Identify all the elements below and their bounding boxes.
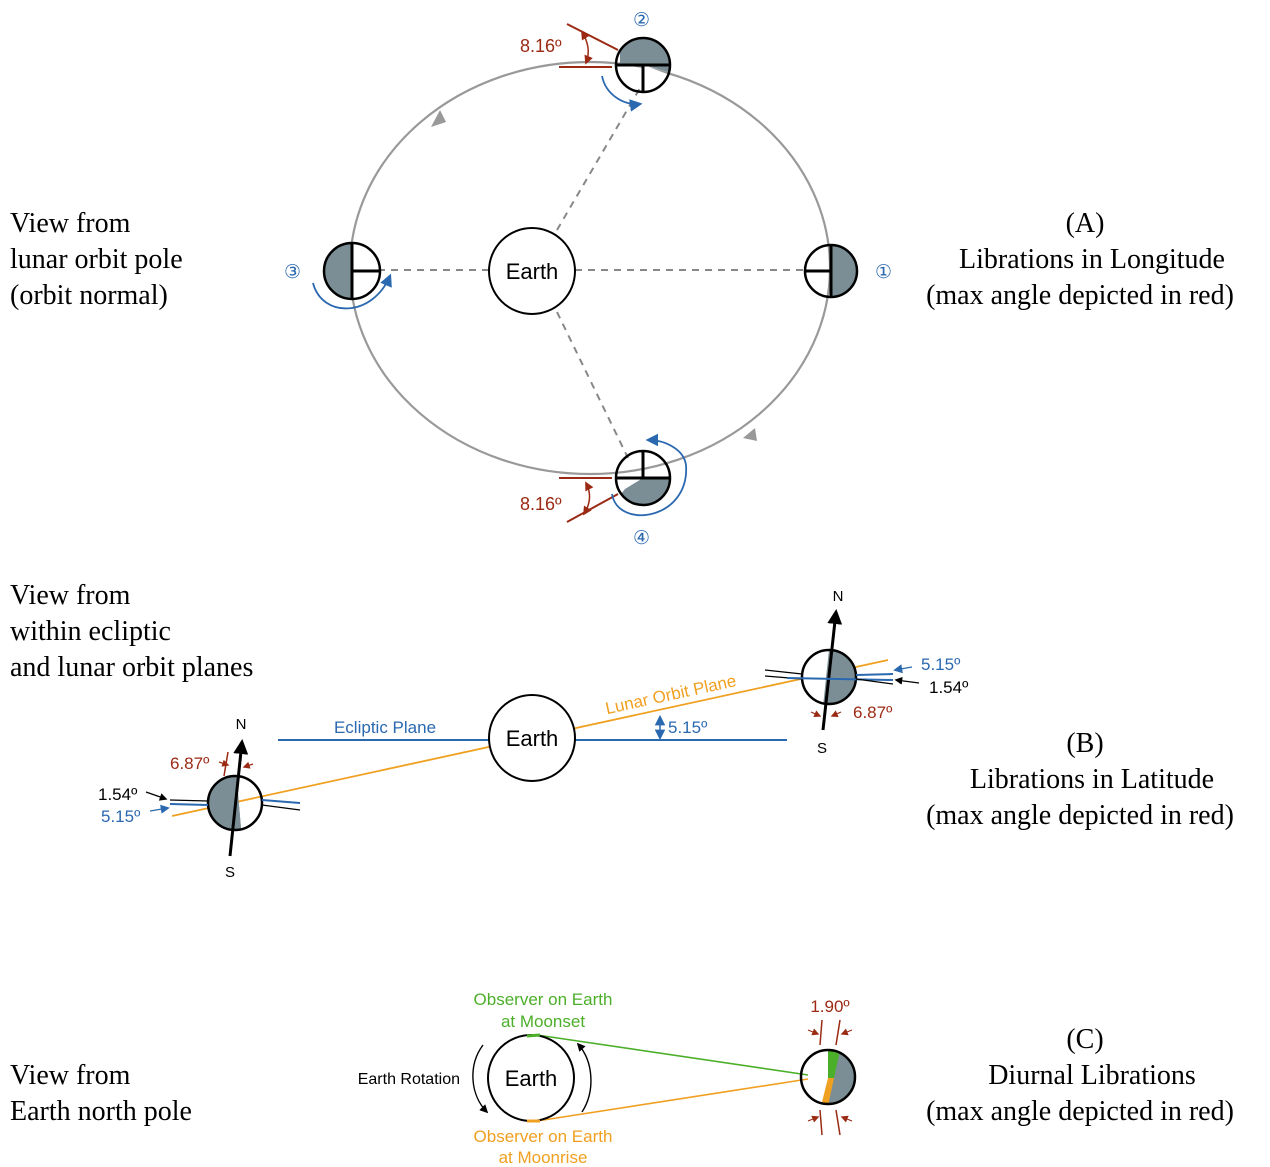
libration-angle-arc — [583, 481, 594, 516]
panel-a-note: (max angle depicted in red) — [926, 280, 1234, 311]
earth-rotation-arrow-right — [576, 1042, 592, 1113]
red-angle-arrow — [830, 710, 842, 717]
panel-c-tag: (C) — [1066, 1024, 1103, 1055]
red-angle-arrow — [840, 1115, 853, 1123]
north-label-right: N — [833, 588, 844, 605]
earth-label-b: Earth — [506, 726, 559, 751]
red-angle-arrow — [840, 1028, 853, 1036]
red-angle-line — [819, 1019, 823, 1046]
moonset-sightline — [536, 1034, 809, 1076]
right-black-angle: 1.54º — [929, 678, 968, 697]
earth-rotation-label: Earth Rotation — [358, 1071, 460, 1088]
rotation-arrow-3 — [312, 273, 392, 310]
panel-c-view-line2: Earth north pole — [10, 1096, 192, 1127]
panel-b-tag: (B) — [1066, 728, 1103, 759]
panel-b-view-line1: View from — [10, 580, 131, 611]
panel-b-view-line3: and lunar orbit planes — [10, 652, 253, 683]
equator-ref-line — [764, 669, 803, 675]
south-label-left: S — [225, 864, 235, 881]
position-4-marker: ④ — [633, 528, 650, 549]
panel-b-note: (max angle depicted in red) — [926, 800, 1234, 831]
libration-ref-line — [566, 493, 619, 523]
left-red-angle: 6.87º — [170, 754, 209, 773]
left-blue-angle: 5.15º — [101, 807, 140, 826]
ecliptic-ref-line — [169, 803, 209, 806]
position-1-marker: ① — [875, 262, 892, 283]
moonset-label-line1: Observer on Earth — [474, 990, 613, 1009]
ecliptic-ref-line — [261, 799, 301, 804]
left-black-angle: 1.54º — [98, 785, 137, 804]
red-angle-arrow — [242, 761, 254, 769]
moonrise-label-line2: at Moonrise — [499, 1148, 588, 1167]
lunar-axis-left — [228, 739, 249, 857]
south-label-right: S — [817, 740, 827, 757]
diurnal-angle-label: 1.90º — [810, 997, 849, 1016]
earth-disk-b — [488, 694, 576, 782]
earth-moon-line — [556, 311, 629, 459]
libration-ref-line — [566, 23, 619, 51]
moon-position-1 — [803, 243, 859, 299]
panel-c-view-line1: View from — [10, 1060, 131, 1091]
rotation-arrow-4 — [611, 433, 687, 517]
pointer-arrow — [145, 791, 168, 801]
panel-c: View from Earth north pole (C) Diurnal L… — [10, 990, 1234, 1167]
ecliptic-ref-line — [855, 673, 894, 676]
moon-position-3 — [322, 241, 382, 301]
panel-b-title: Librations in Latitude — [970, 764, 1214, 795]
lunar-axis-right — [821, 609, 843, 731]
red-angle-arrow — [807, 1028, 820, 1036]
equator-ref-line — [169, 799, 209, 802]
position-2-marker: ② — [633, 10, 650, 31]
orbit-direction-arrow — [743, 428, 757, 441]
pointer-arrow — [894, 676, 920, 685]
moonset-label-line2: at Moonset — [501, 1012, 585, 1031]
panel-c-note: (max angle depicted in red) — [926, 1096, 1234, 1127]
panel-a-title: Librations in Longitude — [959, 244, 1225, 275]
panel-a-view-line2: lunar orbit pole — [10, 244, 183, 275]
lunar-orbit — [348, 60, 832, 476]
earth-rotation-arrow-left — [472, 1044, 489, 1114]
red-angle-line — [835, 1109, 841, 1136]
panel-a-view-line1: View from — [10, 208, 131, 239]
position-3-marker: ③ — [284, 262, 301, 283]
pointer-arrow — [149, 804, 170, 814]
pointer-arrow — [893, 664, 913, 674]
moon-position-2 — [614, 36, 672, 94]
angle-label-top: 8.16º — [520, 36, 562, 56]
equator-ref-line — [855, 678, 894, 685]
ecliptic-ref-line — [786, 677, 894, 681]
earth-disk — [488, 227, 576, 315]
earth-label-c: Earth — [505, 1066, 558, 1091]
right-blue-angle: 5.15º — [921, 655, 960, 674]
moon-diurnal — [799, 1048, 857, 1106]
panel-b-view-line2: within ecliptic — [10, 616, 171, 647]
moonrise-sightline — [536, 1078, 809, 1122]
orbit-direction-arrow — [431, 110, 446, 127]
ecliptic-plane-label: Ecliptic Plane — [334, 718, 436, 737]
panel-b: View from within ecliptic and lunar orbi… — [10, 580, 1234, 881]
panel-a: View from lunar orbit pole (orbit normal… — [10, 10, 1234, 549]
red-angle-arrow — [810, 710, 822, 717]
moon-position-4 — [614, 449, 672, 507]
earth-label: Earth — [506, 259, 559, 284]
lunar-orbit-plane-label: Lunar Orbit Plane — [604, 671, 738, 718]
moonrise-label-line1: Observer on Earth — [474, 1127, 613, 1146]
angle-label-bottom: 8.16º — [520, 494, 562, 514]
inclination-label: 5.15º — [668, 718, 707, 737]
right-red-angle: 6.87º — [853, 703, 892, 722]
panel-a-tag: (A) — [1066, 208, 1105, 239]
red-angle-line — [223, 751, 229, 777]
north-label-left: N — [236, 716, 247, 733]
observer-moonset-marker — [526, 1033, 541, 1038]
red-angle-line — [819, 1109, 823, 1136]
earth-moon-line — [556, 87, 641, 231]
panel-a-view-line3: (orbit normal) — [10, 280, 168, 311]
equator-ref-line — [261, 804, 301, 811]
red-angle-arrow — [807, 1115, 820, 1123]
panel-c-title: Diurnal Librations — [988, 1060, 1196, 1091]
red-angle-line — [835, 1019, 841, 1046]
rotation-arrow-2 — [601, 75, 643, 112]
libration-angle-arc — [581, 30, 593, 65]
